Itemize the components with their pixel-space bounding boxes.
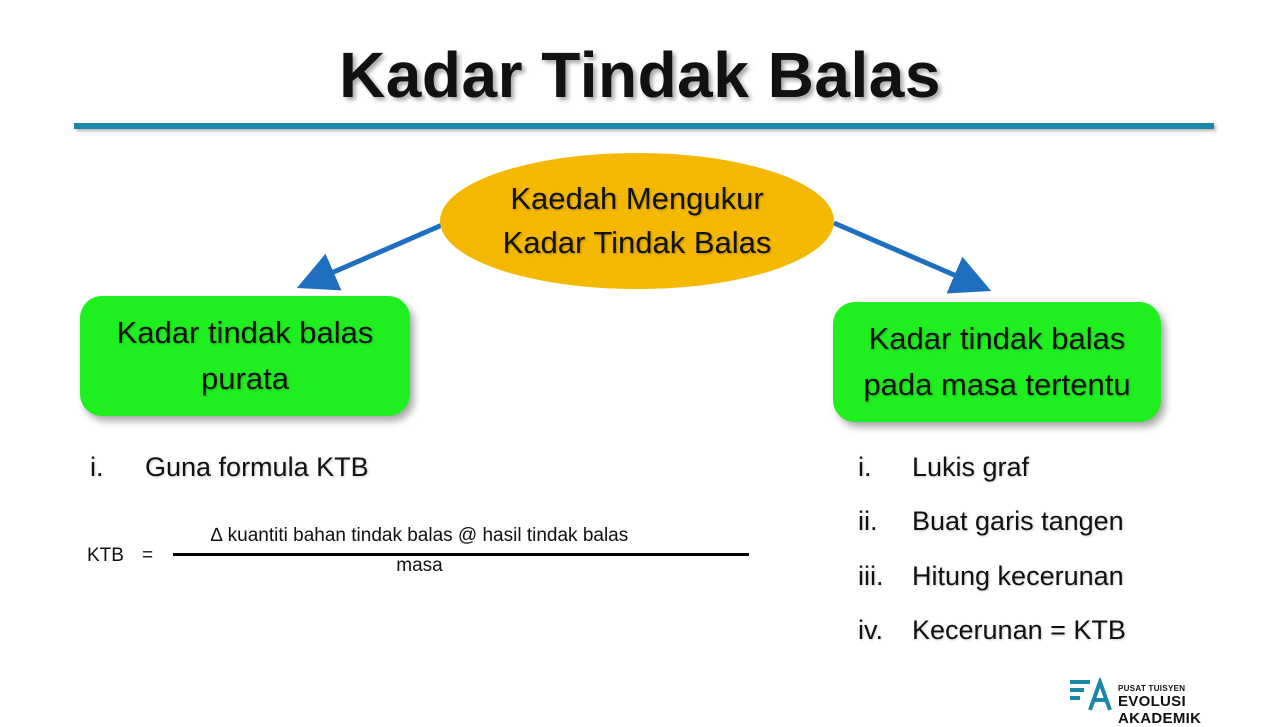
logo-small-text: PUSAT TUISYEN [1118,684,1186,693]
list-number: iv. [858,615,883,645]
right-list-item: i. Lukis graf [858,452,1029,483]
fraction-bar [173,553,749,556]
formula-equals: = [142,545,154,566]
formula-denominator: masa [396,555,443,576]
right-list-item: ii. Buat garis tangen [858,506,1124,537]
logo-mark-icon [1070,678,1112,711]
center-line-1: Kaedah Mengukur [510,181,764,216]
formula-lhs: KTB [87,545,124,566]
box-right-line-2: pada masa tertentu [863,367,1131,402]
list-number: i. [90,452,104,482]
list-text: Lukis graf [912,452,1030,482]
list-text: Guna formula KTB [145,452,369,482]
list-number: i. [858,452,872,482]
list-text: Hitung kecerunan [912,561,1124,591]
title-underline [74,123,1214,129]
box-right-line-1: Kadar tindak balas [868,321,1126,356]
box-left-line-2: purata [201,361,289,396]
box-instant-rate: Kadar tindak balas pada masa tertentu [833,302,1161,422]
list-number: ii. [858,506,878,536]
list-number: iii. [858,561,884,591]
right-list-item: iv. Kecerunan = KTB [858,615,1126,646]
left-list-item: i. Guna formula KTB [90,452,369,483]
brand-logo: PUSAT TUISYEN EVOLUSI AKADEMIK [1068,678,1273,727]
arrow-right [833,220,992,294]
logo-big-text: EVOLUSI AKADEMIK [1118,693,1202,727]
list-text: Buat garis tangen [912,506,1124,536]
box-average-rate: Kadar tindak balas purata [80,296,410,416]
arrow-left [296,222,443,291]
center-ellipse: Kaedah Mengukur Kadar Tindak Balas [440,153,834,289]
box-left-line-1: Kadar tindak balas [116,315,374,350]
slide-title: Kadar Tindak Balas [339,39,941,111]
list-text: Kecerunan = KTB [912,615,1126,645]
formula-numerator: ∆ kuantiti bahan tindak balas @ hasil ti… [210,525,629,546]
right-list-item: iii. Hitung kecerunan [858,561,1124,592]
center-line-2: Kadar Tindak Balas [502,225,772,260]
